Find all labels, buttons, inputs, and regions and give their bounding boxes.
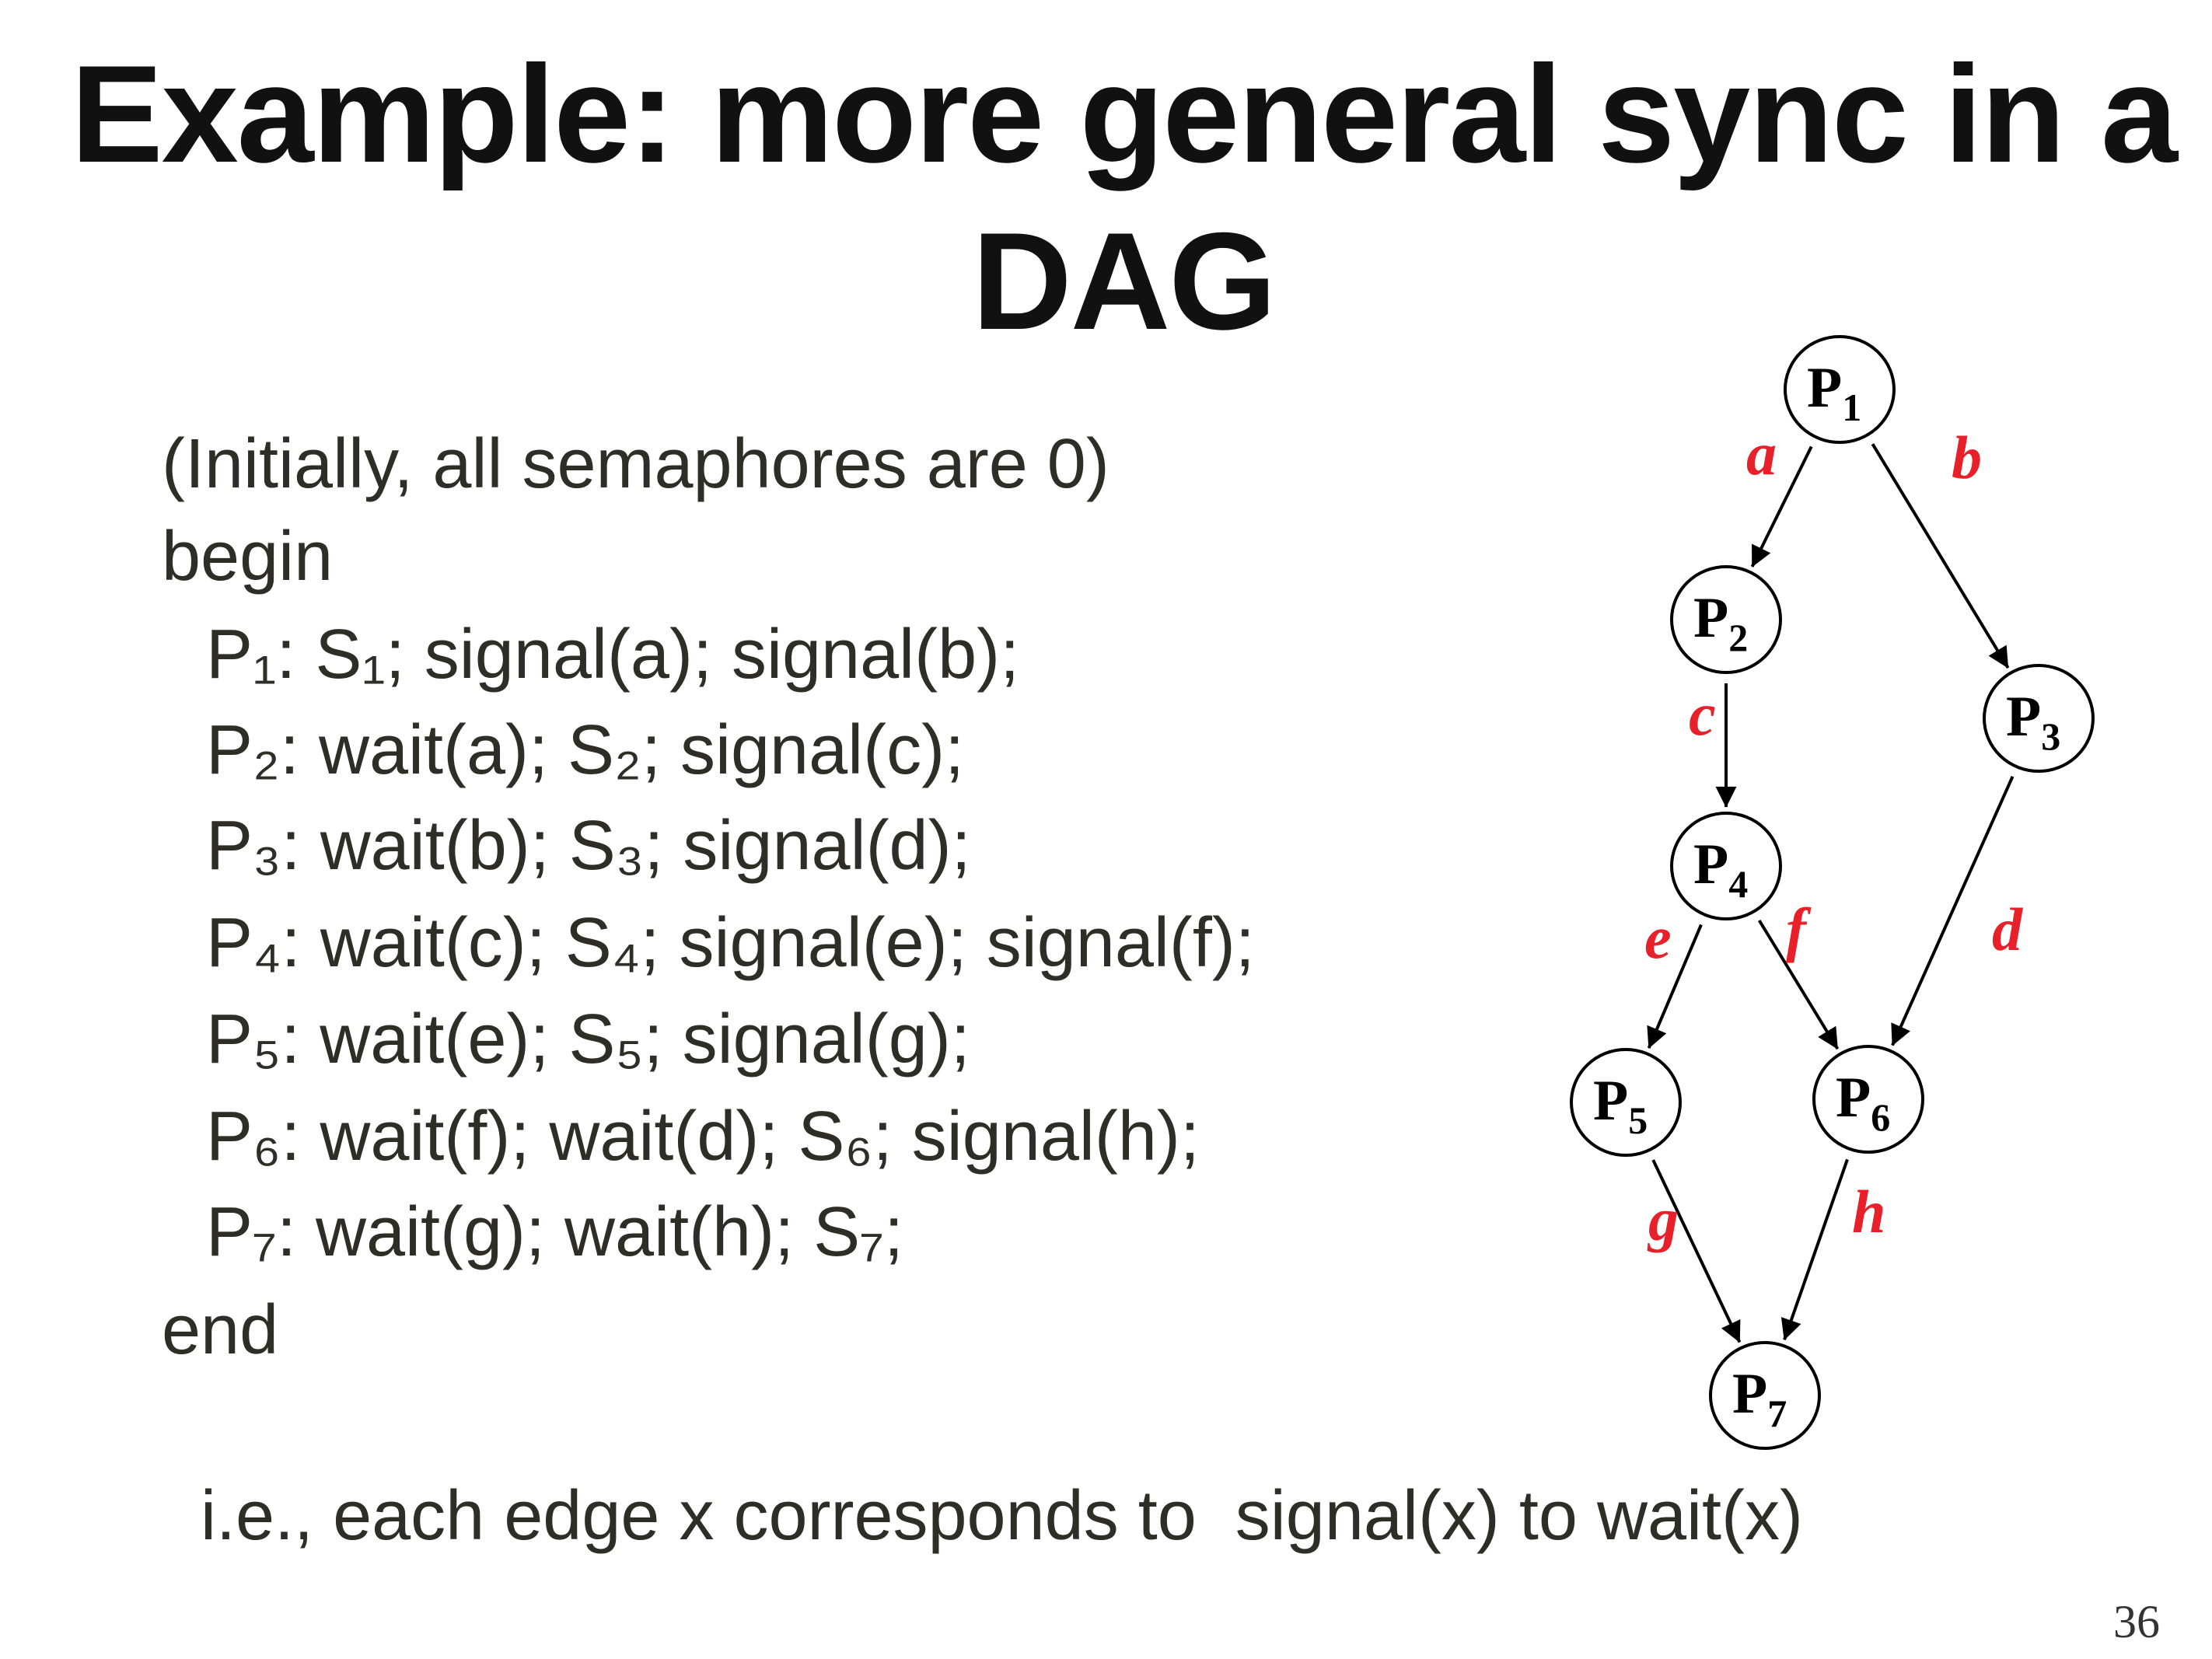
edge-p4-p5: [1647, 924, 1703, 1049]
code-line-end: end: [162, 1291, 279, 1369]
edge-label-e: e: [1644, 903, 1672, 971]
slide-title-line2: DAG: [972, 204, 1277, 358]
node-circle: [1670, 565, 1782, 674]
code-line-p2: P₂: wait(a); S₂; signal(c);: [206, 711, 965, 789]
node-label: P3: [2006, 685, 2060, 758]
node-p2: P2: [1670, 565, 1782, 674]
node-p1: P1: [1784, 335, 1896, 444]
edge-p1-p2: [1750, 445, 1813, 568]
edge-p3-p6: [1891, 776, 2015, 1046]
node-p5: P5: [1570, 1048, 1682, 1157]
edge-label-b: b: [1952, 424, 1982, 491]
node-p6: P6: [1812, 1045, 1924, 1154]
node-label: P6: [1836, 1066, 1890, 1139]
node-p4: P4: [1670, 812, 1782, 920]
node-circle: [1670, 812, 1782, 920]
edge-label-c: c: [1689, 680, 1716, 748]
footer-note: i.e., each edge x corresponds to signal(…: [201, 1477, 1803, 1555]
node-circle: [1570, 1048, 1682, 1157]
edge-p4-p6: [1757, 919, 1840, 1050]
code-line-p4: P₄: wait(c); S₄; signal(e); signal(f);: [206, 904, 1255, 982]
node-circle: [1784, 335, 1896, 444]
code-line-begin: begin: [162, 518, 334, 595]
edge-label-d: d: [1992, 896, 2023, 963]
code-line-p6: P₆: wait(f); wait(d); S₆; signal(h);: [206, 1098, 1200, 1175]
node-label: P5: [1593, 1069, 1648, 1142]
code-line-p7: P₇: wait(g); wait(h); S₇;: [206, 1193, 904, 1271]
edge-label-h: h: [1852, 1178, 1885, 1245]
edge-p1-p3: [1871, 443, 2010, 669]
node-label: P2: [1693, 586, 1748, 659]
node-p7: P7: [1709, 1341, 1821, 1450]
node-label: P1: [1807, 356, 1861, 429]
code-line-p3: P₃: wait(b); S₃; signal(d);: [206, 807, 971, 885]
node-circle: [1983, 664, 2095, 773]
edge-label-g: g: [1647, 1186, 1679, 1253]
edge-label-a: a: [1746, 420, 1777, 487]
edge-p5-p7: [1651, 1159, 1742, 1343]
code-line-initial: (Initially, all semaphores are 0): [162, 425, 1109, 503]
node-circle: [1709, 1341, 1821, 1450]
page-number: 36: [2113, 1596, 2160, 1647]
node-label: P4: [1693, 833, 1748, 906]
edge-p6-p7: [1780, 1158, 1849, 1341]
node-label: P7: [1732, 1362, 1787, 1435]
node-circle: [1812, 1045, 1924, 1154]
code-line-p5: P₅: wait(e); S₅; signal(g);: [206, 1001, 970, 1078]
edge-label-f: f: [1786, 896, 1812, 963]
node-p3: P3: [1983, 664, 2095, 773]
code-line-p1: P₁: S₁; signal(a); signal(b);: [206, 616, 1020, 693]
slide-title-line1: Example: more general sync in a: [70, 37, 2178, 191]
